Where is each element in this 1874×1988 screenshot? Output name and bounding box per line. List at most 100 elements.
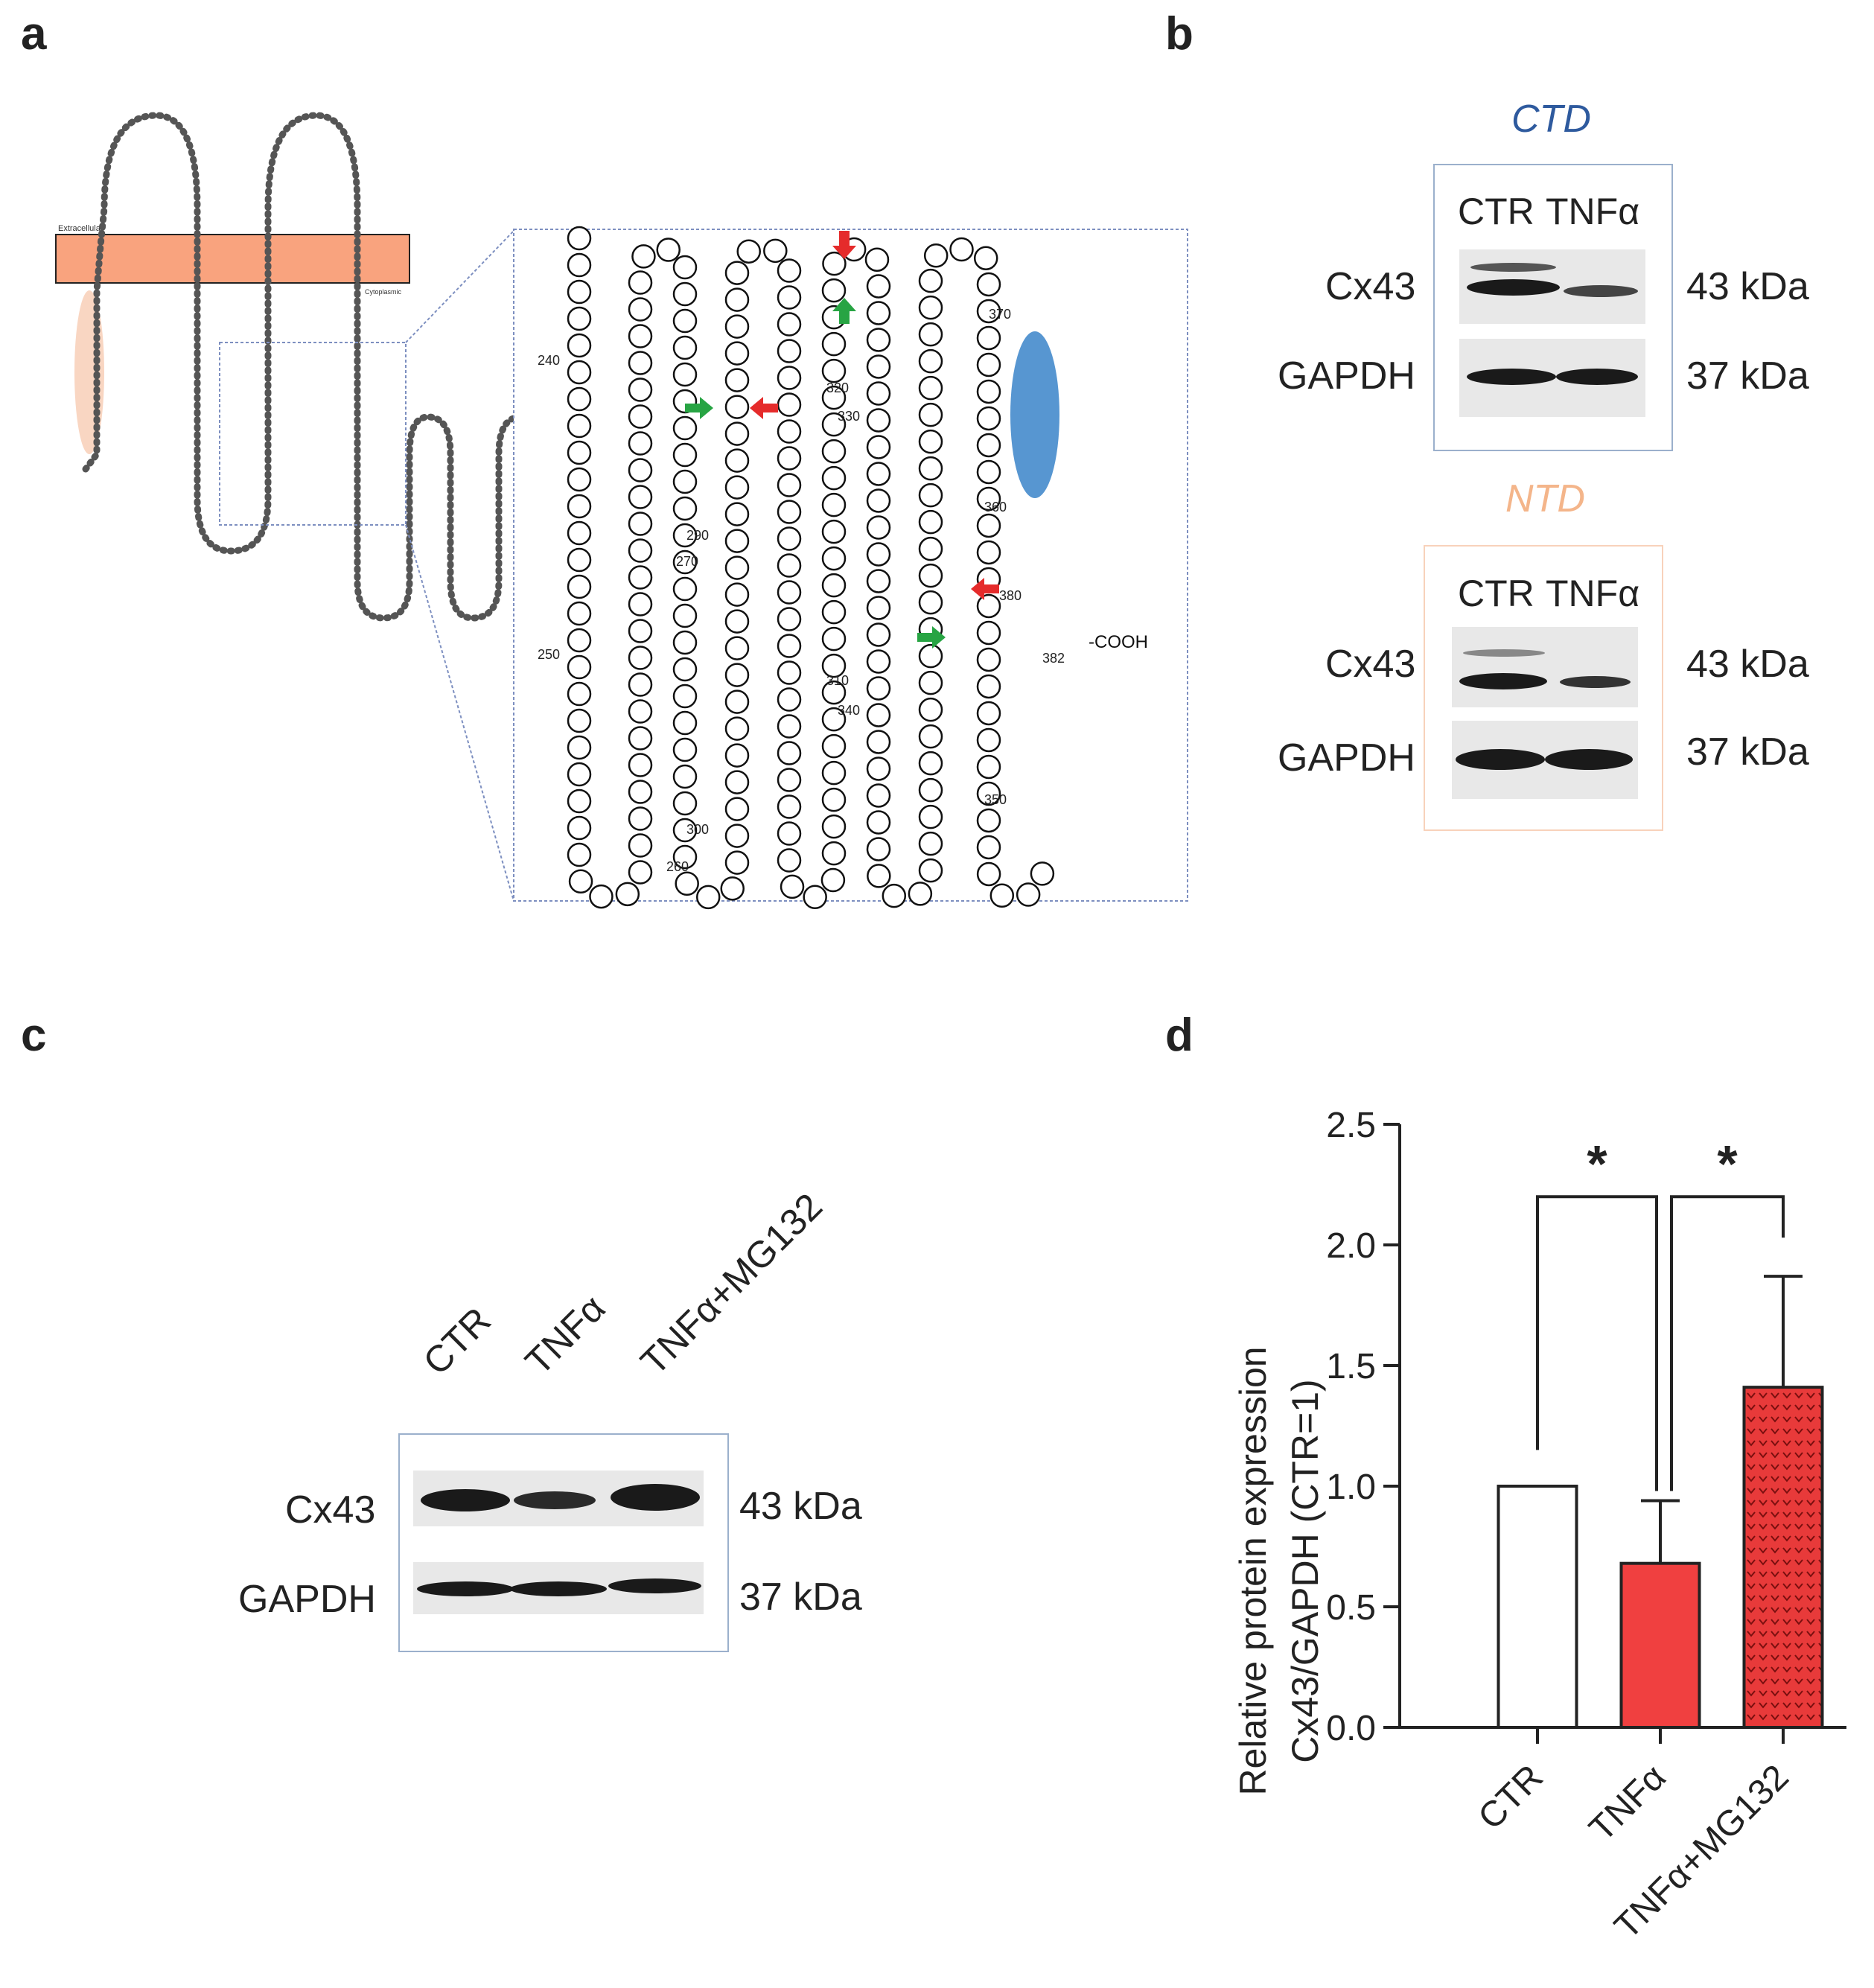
- residue-circle: [918, 456, 943, 481]
- residue-circle: [866, 622, 891, 647]
- residue-circle: [918, 643, 943, 669]
- ntd-gapdh-label: GAPDH: [1278, 736, 1415, 780]
- residue-circle: [976, 781, 1001, 806]
- extracellular-label: Extracellular: [58, 224, 103, 233]
- residue-circle: [724, 475, 750, 500]
- residue-circle: [866, 783, 891, 808]
- residue-circle: [918, 590, 943, 615]
- residue-circle: [628, 485, 653, 509]
- residue-circle: [777, 580, 802, 605]
- y-axis-label-line1: Relative protein expression: [1232, 1346, 1274, 1795]
- residue-circle: [589, 884, 613, 909]
- topology-diagram: Extracellular Cytoplasmic 240 250 260 27…: [55, 112, 1188, 910]
- residue-circle: [821, 841, 847, 866]
- arrows: [685, 231, 999, 649]
- residue-circle: [976, 406, 1001, 431]
- residue-circle: [724, 421, 750, 446]
- residue-circle: [976, 486, 1001, 512]
- residue-circle: [976, 379, 1001, 404]
- residue-circle: [882, 883, 907, 908]
- residue-circle: [1030, 861, 1055, 886]
- residue-circle: [866, 810, 891, 835]
- y-tick-label: 0.0: [1326, 1709, 1376, 1748]
- residue-circle: [628, 538, 653, 563]
- residue-circle: [615, 882, 640, 907]
- residue-circle: [976, 754, 1001, 780]
- y-tick-label: 2.0: [1326, 1226, 1376, 1266]
- significance-bracket-1: [1670, 1195, 1785, 1491]
- cytoplasm-label: Cytoplasmic: [365, 288, 402, 296]
- ctd-gapdh-label: GAPDH: [1278, 354, 1415, 398]
- residue-circle: [724, 743, 750, 768]
- residue-circle: [777, 714, 802, 739]
- residue-circle: [866, 274, 891, 299]
- residue-circle: [695, 885, 721, 910]
- residue-circle: [672, 737, 698, 762]
- residue-circle: [567, 842, 592, 867]
- c-lane-ctr: CTR: [415, 1299, 499, 1383]
- residue-circle: [866, 488, 891, 513]
- residue-circle: [918, 402, 943, 427]
- svg-text:370: 370: [989, 307, 1011, 322]
- residue-circle: [976, 459, 1001, 485]
- residue-circle: [724, 582, 750, 607]
- residue-circle: [976, 352, 1001, 377]
- ntd-cx43-strip: [1452, 627, 1638, 707]
- residue-circle: [672, 818, 698, 843]
- residue-circle: [866, 435, 891, 459]
- svg-text:380: 380: [999, 588, 1022, 603]
- residue-circle: [777, 526, 802, 551]
- residue-circle: [628, 377, 653, 402]
- residue-circle: [628, 860, 653, 885]
- residue-circle: [672, 415, 698, 441]
- c-kda37-label: 37 kDa: [739, 1576, 862, 1619]
- residue-circle: [672, 630, 698, 655]
- residue-circle: [821, 385, 847, 410]
- residue-circle: [918, 804, 943, 829]
- residue-circle: [821, 573, 847, 598]
- residue-circle: [672, 523, 698, 548]
- residue-circle: [821, 626, 847, 651]
- y-axis-label-line2: Cx43/GAPDH (CTR=1): [1284, 1379, 1326, 1762]
- residue-circle: [672, 469, 698, 494]
- significance-star-1: *: [1717, 1135, 1738, 1193]
- residue-circle: [628, 458, 653, 482]
- residue-circle: [567, 574, 592, 599]
- residue-circle: [866, 381, 891, 406]
- residue-circle: [822, 251, 847, 276]
- residue-circle: [820, 867, 846, 893]
- residue-circle: [567, 708, 592, 733]
- residue-circle: [656, 238, 681, 262]
- svg-text:300: 300: [686, 822, 709, 837]
- residue-circle: [918, 777, 943, 803]
- residue-circle: [918, 724, 943, 749]
- residue-circle: [777, 258, 802, 283]
- residue-circle: [628, 324, 653, 348]
- significance-star-0: *: [1587, 1135, 1607, 1193]
- svg-text:350: 350: [984, 792, 1007, 807]
- residue-circle: [777, 794, 802, 819]
- residue-circle: [867, 864, 891, 888]
- residue-circle: [918, 536, 943, 561]
- residue-circle: [724, 609, 750, 634]
- residue-circle: [567, 440, 592, 465]
- residue-circle: [866, 730, 891, 754]
- residue-circle: [976, 433, 1001, 458]
- ntd-gapdh-strip: [1452, 721, 1638, 799]
- residue-circle: [777, 473, 802, 497]
- bar-1: [1619, 1561, 1701, 1729]
- ntd-lane-ctr: CTR: [1458, 573, 1534, 614]
- residue-circle: [821, 733, 847, 759]
- ctd-gapdh-strip: [1459, 339, 1645, 417]
- residue-circle: [724, 823, 750, 848]
- svg-text:330: 330: [838, 409, 860, 424]
- residue-chain: [567, 226, 1055, 910]
- x-tick-label-0: CTR: [1471, 1757, 1551, 1837]
- residue-circle: [976, 513, 1001, 538]
- residue-circle: [567, 628, 592, 653]
- ctd-kda37-label: 37 kDa: [1686, 354, 1809, 398]
- red-arrow-left-icon-2: [971, 578, 999, 600]
- residue-circle: [918, 509, 943, 535]
- zoom-box: [513, 229, 1188, 902]
- residue-circle: [918, 697, 943, 722]
